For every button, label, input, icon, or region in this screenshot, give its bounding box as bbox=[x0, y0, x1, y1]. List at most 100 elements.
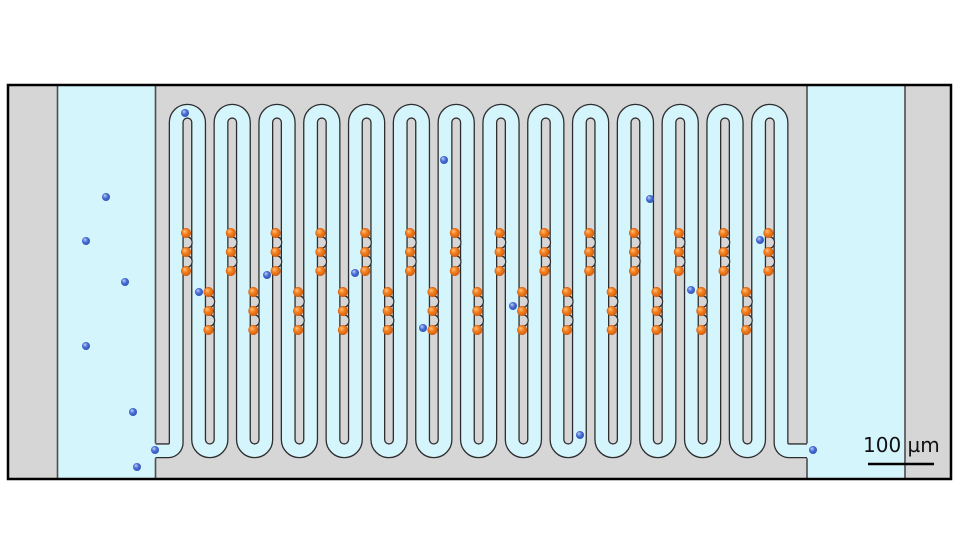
trapped-cell bbox=[382, 324, 393, 336]
trapped-cell bbox=[248, 286, 259, 298]
trapped-cell bbox=[360, 265, 371, 277]
trapped-cell bbox=[763, 246, 774, 258]
trap-cup-notch bbox=[322, 236, 328, 249]
trapped-cell bbox=[270, 227, 281, 239]
trapped-cell bbox=[673, 265, 684, 277]
trapped-cell bbox=[494, 265, 505, 277]
trapped-cell bbox=[293, 324, 304, 336]
trapped-cell bbox=[293, 286, 304, 298]
trap-cup-notch bbox=[747, 295, 753, 308]
trapped-cell bbox=[673, 227, 684, 239]
trap-cup-notch bbox=[658, 314, 664, 327]
trap-cup-notch bbox=[255, 295, 261, 308]
trapped-cell bbox=[203, 305, 214, 317]
trap-cup-notch bbox=[389, 314, 395, 327]
trap-cup-notch bbox=[590, 255, 596, 268]
trapped-cell bbox=[561, 324, 572, 336]
channel-fluid bbox=[145, 105, 817, 457]
trapped-cell bbox=[180, 246, 192, 258]
trapped-cell bbox=[382, 305, 393, 317]
trap-cup-notch bbox=[725, 236, 731, 249]
trap-cup-notch bbox=[411, 255, 417, 268]
free-particle bbox=[419, 324, 427, 332]
trapped-cell bbox=[248, 324, 259, 336]
free-particle bbox=[195, 288, 203, 296]
trap-cup-notch bbox=[523, 314, 529, 327]
free-particles bbox=[82, 109, 817, 471]
chip-substrate bbox=[8, 85, 951, 479]
trapped-cell bbox=[293, 305, 304, 317]
trapped-cell bbox=[225, 227, 236, 239]
trapped-cell bbox=[539, 246, 550, 258]
trapped-cell bbox=[225, 265, 236, 277]
trap-cup-notch bbox=[344, 295, 350, 308]
trapped-cell bbox=[472, 286, 483, 298]
trapped-cell bbox=[517, 324, 528, 336]
trapped-cell bbox=[718, 246, 729, 258]
trapped-cell bbox=[651, 286, 662, 298]
free-particle bbox=[509, 302, 517, 310]
free-particle bbox=[151, 446, 159, 454]
trapped-cell bbox=[606, 305, 617, 317]
trapped-cell bbox=[472, 305, 483, 317]
trapped-cell bbox=[763, 227, 774, 239]
trapped-cell bbox=[606, 324, 617, 336]
reservoir-walls bbox=[56, 85, 906, 479]
trap-cup-notch bbox=[635, 236, 641, 249]
free-particle bbox=[133, 463, 141, 471]
trap-cup-notch bbox=[456, 255, 462, 268]
trapped-cell bbox=[360, 227, 371, 239]
cell-traps bbox=[180, 227, 776, 336]
trapped-cell bbox=[517, 286, 528, 298]
free-particle bbox=[809, 446, 817, 454]
free-particle bbox=[646, 195, 654, 203]
free-particle bbox=[440, 156, 448, 164]
trap-cup-notch bbox=[210, 314, 216, 327]
free-particle bbox=[687, 286, 695, 294]
trapped-cell bbox=[584, 246, 595, 258]
trapped-cell bbox=[270, 246, 281, 258]
trapped-cell bbox=[360, 246, 371, 258]
inlet-reservoir bbox=[57, 85, 156, 479]
trap-cup-notch bbox=[770, 236, 776, 249]
trapped-cell bbox=[494, 227, 505, 239]
trapped-cell bbox=[561, 305, 572, 317]
free-particle bbox=[102, 193, 110, 201]
trapped-cell bbox=[427, 324, 438, 336]
trapped-cell bbox=[180, 265, 192, 277]
trap-cup-notch bbox=[210, 295, 216, 308]
trapped-cell bbox=[315, 265, 326, 277]
trapped-cell bbox=[203, 324, 214, 336]
outlet-reservoir bbox=[807, 85, 905, 479]
trapped-cell bbox=[673, 246, 684, 258]
trap-cup-notch bbox=[389, 295, 395, 308]
trap-cup-notch bbox=[479, 314, 485, 327]
trap-cup-notch bbox=[366, 236, 372, 249]
trap-cup-notch bbox=[546, 255, 552, 268]
trapped-cell bbox=[404, 265, 416, 277]
trapped-cell bbox=[741, 286, 752, 298]
trap-cup-notch bbox=[635, 255, 641, 268]
trap-cup-notch bbox=[299, 314, 305, 327]
trap-cup-notch bbox=[703, 295, 709, 308]
trapped-cell bbox=[427, 286, 438, 298]
trap-cup-notch bbox=[590, 236, 596, 249]
trapped-cell bbox=[382, 286, 393, 298]
trap-cup-notch bbox=[232, 236, 238, 249]
trap-cup-notch bbox=[456, 236, 462, 249]
serpentine-channel bbox=[145, 103, 817, 459]
trapped-cell bbox=[561, 286, 572, 298]
trapped-cell bbox=[337, 324, 348, 336]
trap-cup-notch bbox=[568, 295, 574, 308]
trap-cup-notch bbox=[770, 255, 776, 268]
trapped-cell bbox=[315, 227, 326, 239]
free-particle bbox=[351, 269, 359, 277]
trap-cup-notch bbox=[703, 314, 709, 327]
trapped-cell bbox=[539, 265, 550, 277]
trapped-cell bbox=[651, 305, 662, 317]
free-particle bbox=[263, 271, 271, 279]
trap-cup-notch bbox=[546, 236, 552, 249]
trapped-cell bbox=[203, 286, 214, 298]
trap-cup-notch bbox=[411, 236, 417, 249]
